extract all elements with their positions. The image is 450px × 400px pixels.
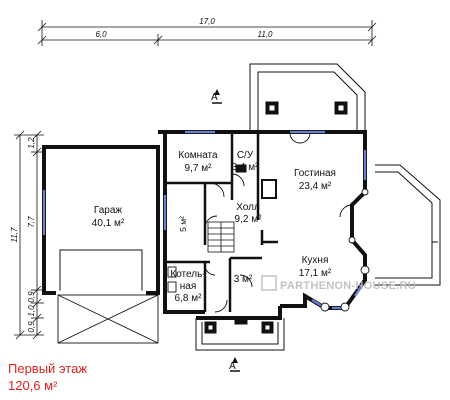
dim-small-left-4: 0,9 — [27, 321, 36, 333]
room-name: Комната — [178, 150, 218, 161]
boiler-equipment — [167, 266, 177, 293]
living-area: 23,4 м² — [299, 181, 332, 192]
dim-total-width: 17,0 — [199, 17, 215, 26]
kitchen-area: 17,1 м² — [299, 268, 332, 279]
dim-left-width: 6,0 — [95, 30, 107, 39]
entrance-porch — [195, 317, 285, 351]
room-area: 9,7 м² — [185, 163, 213, 174]
room-hall: Холл 9,2 м² — [235, 202, 263, 225]
floor-caption-area: 120,6 м² — [8, 378, 58, 393]
hall-name: Холл — [236, 202, 260, 213]
section-mark-bottom-label: А — [229, 361, 236, 372]
room-storage: 5 м² — [178, 216, 188, 232]
dim-small-left-3: 1,0 — [27, 305, 36, 317]
room-kitchen: Кухня 17,1 м² — [299, 255, 332, 279]
windows — [42, 130, 367, 310]
room-bathroom: С/У 3,4 м² — [232, 150, 260, 173]
doors — [204, 132, 353, 313]
watermark-text: PARTHENON-HOUSE.RU — [280, 280, 416, 292]
dim-total-height: 11,7 — [10, 227, 19, 243]
room-garage: Гараж 40,1 м² — [92, 205, 125, 229]
garage-apron — [57, 294, 159, 344]
garage-area: 40,1 м² — [92, 218, 125, 229]
kitchen-name: Кухня — [302, 255, 329, 266]
section-mark-bottom: А — [229, 357, 240, 372]
interior-walls — [165, 132, 278, 312]
dim-small-left-2: 0,9 — [27, 291, 36, 303]
living-name: Гостиная — [294, 168, 336, 179]
dim-garage-height: 7,7 — [27, 216, 36, 228]
top-terrace — [249, 63, 366, 132]
room-bedroom: Комната 9,7 м² — [178, 150, 218, 174]
watermark-logo-icon — [261, 275, 277, 291]
vestibule-label: 3 м² — [234, 274, 253, 285]
floor-caption-title: Первый этаж — [8, 361, 87, 376]
boiler-area: 6,8 м² — [175, 293, 203, 304]
left-dimensions — [14, 130, 44, 340]
section-mark-top-label: А — [211, 92, 218, 103]
bay-window — [320, 188, 370, 312]
garage-name: Гараж — [94, 205, 123, 216]
fireplace — [235, 164, 277, 199]
dim-right-width: 11,0 — [258, 30, 274, 39]
dim-small-left-5: 1,2 — [27, 137, 36, 149]
bathroom-area: 3,4 м² — [232, 162, 260, 173]
top-dimensions — [37, 20, 377, 46]
boiler-name-line1: Котель- — [170, 269, 205, 280]
boiler-name-line2: ная — [180, 281, 197, 292]
bathroom-name: С/У — [237, 150, 254, 161]
room-boiler: Котель- ная 6,8 м² — [170, 269, 205, 304]
room-living: Гостиная 23,4 м² — [294, 168, 336, 192]
storage-label: 5 м² — [178, 216, 188, 232]
watermark: PARTHENON-HOUSE.RU — [261, 275, 416, 292]
room-vestibule: 3 м² — [234, 274, 253, 285]
right-terrace — [375, 164, 441, 286]
hall-area: 9,2 м² — [235, 214, 263, 225]
section-mark-top: А — [211, 89, 222, 104]
staircase — [207, 221, 235, 253]
